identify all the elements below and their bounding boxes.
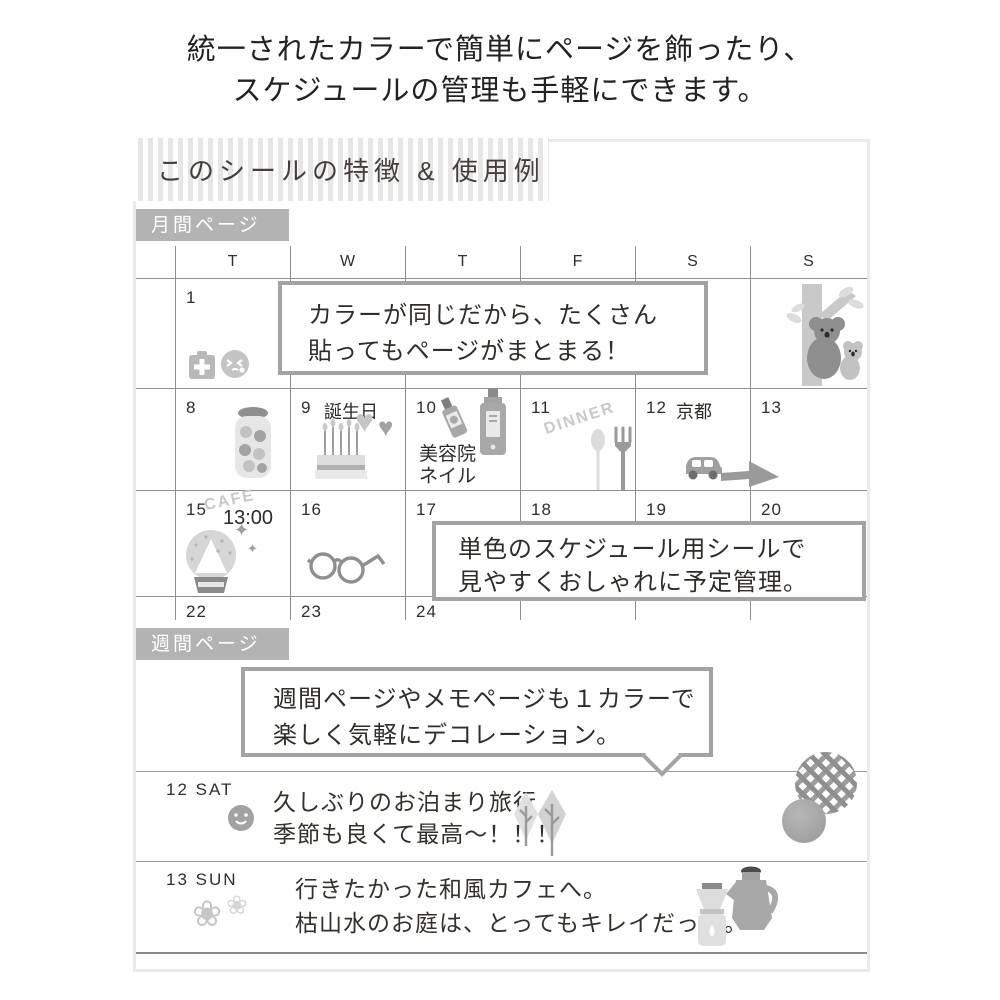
bubble3-line1: 週間ページやメモページも１カラーで (273, 686, 696, 713)
birthday-cake-icon (315, 419, 367, 479)
intro-line-2: スケジュールの管理も手軽にできます。 (232, 75, 768, 107)
candy-jar-icon (235, 407, 271, 478)
date-16: 16 (301, 500, 322, 519)
salon-note-line2: ネイル (419, 466, 477, 487)
cafe-time-note: 13:00 (223, 507, 274, 529)
cosmetic-bottles-icon (440, 389, 506, 455)
bubble2-line2: 見やすくおしゃれに予定管理。 (458, 569, 808, 596)
date-24: 24 (416, 602, 437, 621)
flower-sticker: ❀ (192, 893, 223, 934)
section-title-stripes: このシールの特徴 & 使用例 (133, 138, 549, 201)
date-15: 15 (186, 500, 207, 519)
coffee-kettle-icon (726, 866, 779, 930)
car-icon (686, 457, 722, 480)
gray-circle-sticker (782, 799, 826, 843)
sat-note: 久しぶりのお泊まり旅行 季節も良くて最高〜！！！ (273, 786, 560, 850)
section-title: このシールの特徴 & 使用例 (157, 156, 545, 186)
sparkle-stars-icon: ✦ (247, 541, 258, 556)
weekly-rule-line (136, 952, 867, 954)
calendar-grid-line (290, 246, 291, 620)
monthly-page-badge: 月間ページ (136, 209, 289, 241)
date-11: 11 (531, 398, 551, 417)
date-17: 17 (416, 500, 437, 519)
spoon-and-fork-icon (591, 426, 632, 490)
sun-note: 行きたかった和風カフェへ。 枯山水のお庭は、とってもキレイだった。 (295, 872, 748, 940)
hearts-icon: ♥ (355, 403, 374, 439)
snow-globe-icon (186, 530, 236, 593)
calendar-grid-line (520, 246, 521, 620)
date-19: 19 (646, 500, 667, 519)
day-header-w: W (339, 253, 356, 270)
kyoto-label: 京都 (676, 402, 712, 422)
calendar-grid-line (136, 278, 867, 279)
date-9: 9 (301, 398, 312, 417)
day-header-s2: S (803, 253, 814, 270)
coffee-dripper-icon (696, 883, 728, 946)
sat-note-line1: 久しぶりのお泊まり旅行 (273, 789, 537, 815)
speech-bubble-weekly: 週間ページやメモページも１カラーで 楽しく気軽にデコレーション。 (241, 667, 713, 757)
bubble1-line2: 貼ってもページがまとまる！ (308, 338, 631, 365)
calendar-grid-line (136, 490, 867, 491)
day-header-f: F (572, 253, 583, 270)
bubble3-line2: 楽しく気軽にデコレーション。 (273, 722, 622, 749)
bubble1-line1: カラーが同じだから、たくさん (308, 302, 658, 329)
weekly-page-badge: 週間ページ (136, 628, 289, 660)
sat-row-label: 12 SAT (166, 780, 234, 799)
day-header-s1: S (687, 253, 698, 270)
flower-sticker: ❀ (226, 890, 248, 920)
speech-bubble-schedule: 単色のスケジュール用シールで 見やすくおしゃれに予定管理。 (432, 521, 866, 601)
intro-headline: 統一されたカラーで簡単にページを飾ったり、 スケジュールの管理も手軽にできます。 (0, 30, 1000, 112)
speech-bubble-monthly: カラーが同じだから、たくさん 貼ってもページがまとまる！ (278, 281, 708, 375)
arrow-right-icon (721, 461, 779, 487)
sat-note-line2: 季節も良くて最高〜！！！ (273, 821, 561, 847)
sparkle-stars-icon: ✦ (234, 520, 250, 540)
sun-note-line2: 枯山水のお庭は、とってもキレイだった。 (295, 910, 749, 936)
bubble2-line1: 単色のスケジュール用シールで (458, 536, 807, 563)
sun-row-label: 13 SUN (166, 870, 238, 889)
date-12: 12 (646, 398, 667, 417)
salon-note-line1: 美容院 (419, 444, 477, 465)
date-10: 10 (416, 398, 437, 417)
smiley-face-icon (228, 805, 254, 831)
calendar-grid-line (136, 388, 867, 389)
calendar-grid-line (750, 246, 751, 620)
calendar-grid-line (405, 246, 406, 620)
crying-face-icon (221, 350, 249, 378)
hearts-icon: ♥ (378, 412, 394, 442)
day-header-t2: T (457, 253, 468, 270)
date-22: 22 (186, 602, 207, 621)
date-23: 23 (301, 602, 322, 621)
date-18: 18 (531, 500, 552, 519)
day-header-t1: T (227, 253, 238, 270)
date-13: 13 (761, 398, 782, 417)
date-20: 20 (761, 500, 782, 519)
first-aid-kit-icon (189, 351, 215, 379)
calendar-grid-line (635, 246, 636, 620)
trees-icon (514, 790, 566, 856)
intro-line-1: 統一されたカラーで簡単にページを飾ったり、 (186, 34, 814, 66)
date-8: 8 (186, 398, 197, 417)
birthday-label: 誕生日 (324, 402, 378, 422)
date-1: 1 (186, 288, 197, 307)
koala-on-tree-icon (786, 284, 864, 386)
calendar-grid-line (175, 246, 176, 620)
sun-note-line1: 行きたかった和風カフェへ。 (295, 876, 607, 902)
weekly-rule-line (136, 771, 867, 772)
glasses-icon (306, 552, 386, 584)
weekly-rule-line (136, 861, 867, 862)
